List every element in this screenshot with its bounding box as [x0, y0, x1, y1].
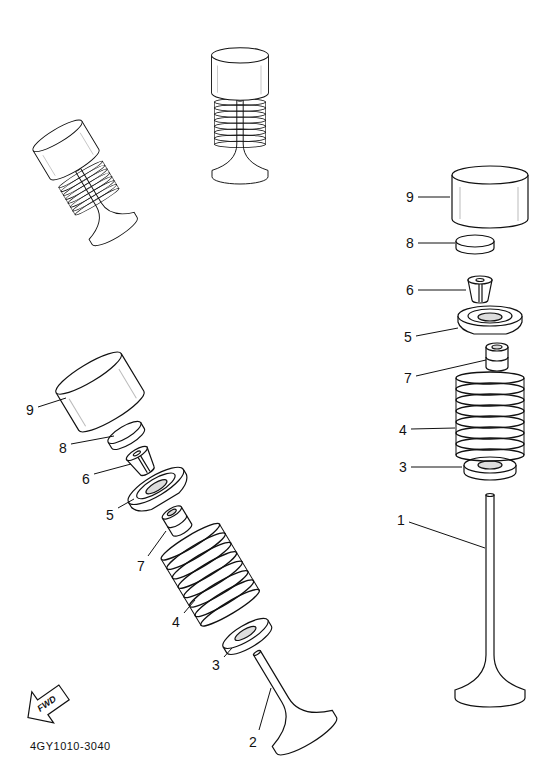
callout-number: 6 — [82, 472, 90, 486]
callout-number: 7 — [137, 559, 145, 573]
forward-arrow — [17, 677, 75, 733]
callout-number: 9 — [26, 403, 34, 417]
callout-number: 2 — [249, 735, 257, 749]
assembled-valve — [212, 48, 269, 184]
callout-number: 7 — [404, 371, 412, 385]
callout-number: 5 — [404, 330, 412, 344]
leader-lines — [38, 197, 486, 730]
callout-number: 4 — [399, 423, 407, 437]
callout-number: 5 — [106, 508, 114, 522]
callout-number: 4 — [172, 615, 180, 629]
exploded-parts — [452, 166, 528, 707]
assembled-valve — [30, 115, 143, 251]
exploded-parts — [51, 346, 341, 761]
callout-number: 3 — [399, 460, 407, 474]
callout-number: 1 — [397, 513, 405, 527]
callout-number: 8 — [59, 441, 67, 455]
callout-number: 8 — [406, 236, 414, 250]
callout-number: 3 — [212, 658, 220, 672]
callout-number: 6 — [406, 283, 414, 297]
callout-number: 9 — [406, 190, 414, 204]
drawing-code: 4GY1010-3040 — [30, 741, 111, 752]
